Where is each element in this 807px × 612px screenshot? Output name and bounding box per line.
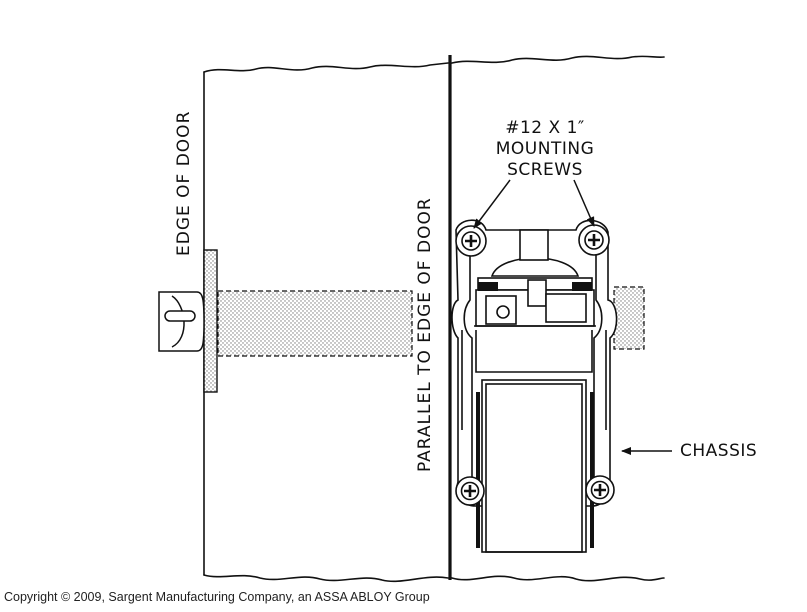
latch-faceplate: [203, 249, 218, 393]
screw-size-text: #12 X 1″: [505, 118, 585, 138]
mounting-text: MOUNTING: [495, 139, 595, 159]
mounting-screws-label: #12 X 1″ MOUNTING SCREWS: [470, 118, 620, 181]
latch-tube: [217, 290, 413, 357]
latch-tube-right: [613, 286, 645, 350]
screws-leader-right: [573, 179, 595, 227]
screws-text: SCREWS: [507, 160, 583, 180]
retractor-band-left: [478, 282, 498, 291]
mounting-screw-top-left: [455, 225, 487, 257]
panel-bottom-edge: [451, 575, 665, 582]
door-bottom-edge: [203, 574, 449, 583]
mounting-screw-top-right: [578, 224, 610, 256]
door-top-edge: [203, 62, 449, 73]
parallel-to-edge-label: PARALLEL TO EDGE OF DOOR: [415, 197, 435, 472]
chassis-label: CHASSIS: [680, 441, 758, 461]
latch-bolt: [158, 291, 205, 352]
copyright-notice: Copyright © 2009, Sargent Manufacturing …: [4, 590, 430, 604]
retractor-band-right: [572, 282, 592, 291]
lock-chassis: [451, 219, 618, 553]
panel-top-edge: [451, 55, 665, 64]
screws-leader-left: [473, 179, 511, 229]
edge-of-door-label: EDGE OF DOOR: [174, 110, 194, 256]
mounting-screw-bottom-left: [455, 476, 485, 506]
mounting-screw-bottom-right: [585, 475, 615, 505]
